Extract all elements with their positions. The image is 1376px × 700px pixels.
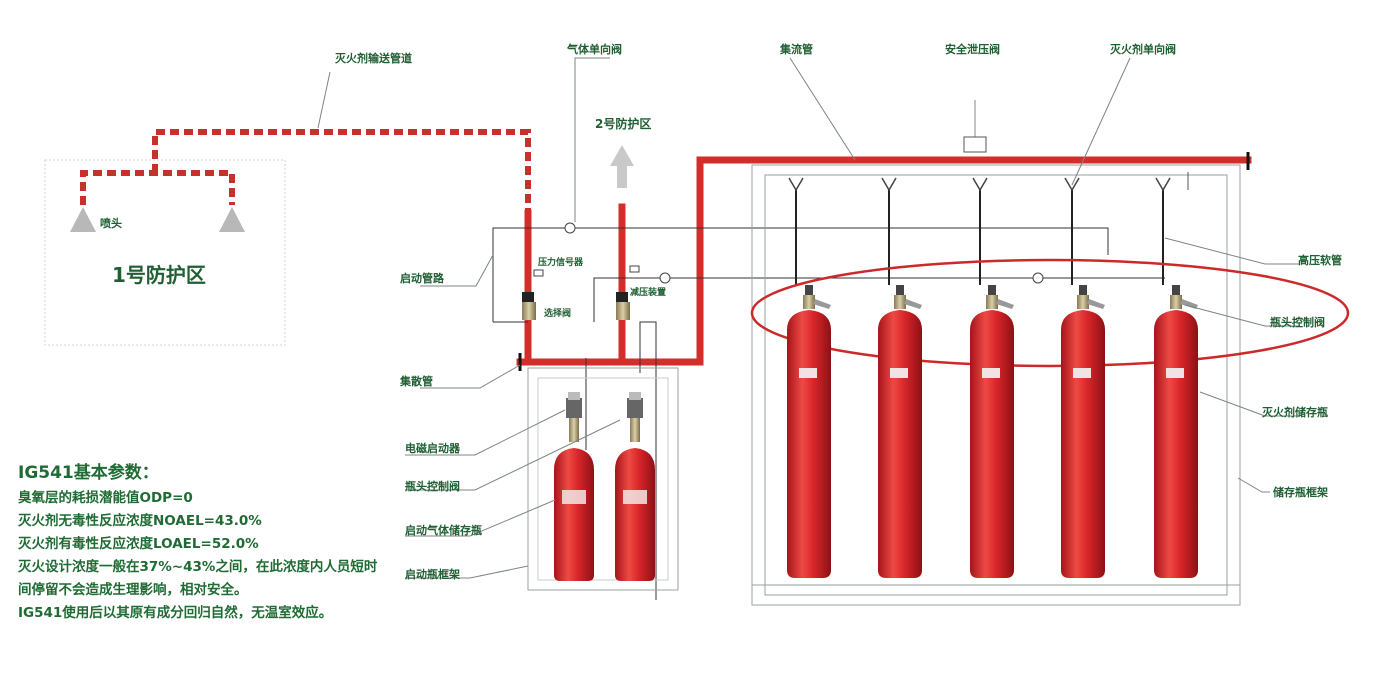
label-start-gas-cylinder: 启动气体储存瓶 — [405, 523, 482, 537]
nozzle-icon — [70, 207, 96, 232]
agent-cylinder — [878, 285, 922, 578]
selector-valve-icon — [616, 292, 630, 320]
start-cylinder — [615, 392, 655, 581]
selector-valve-icon — [522, 292, 536, 320]
agent-cylinder — [970, 285, 1014, 578]
params-line: 灭火设计浓度一般在37%~43%之间，在此浓度内人员短时间停留不会造成生理影响，… — [18, 559, 378, 598]
start-cylinder — [554, 392, 594, 581]
params-line: 臭氧层的耗损潜能值ODP=0 — [18, 490, 193, 506]
agent-check-valves — [788, 177, 1171, 192]
label-bottle-head-valve-left: 瓶头控制阀 — [405, 479, 460, 493]
cylinder-rack — [751, 164, 1241, 606]
label-safety-relief-valve: 安全泄压阀 — [945, 42, 1000, 56]
gas-check-valve-icon — [659, 272, 671, 284]
label-pressure-reducer: 减压装置 — [630, 286, 666, 298]
high-pressure-hoses — [795, 190, 1164, 285]
agent-cylinders — [787, 285, 1198, 578]
params-title: IG541基本参数： — [18, 463, 159, 483]
bottle-head-highlight — [750, 258, 1350, 368]
label-manifold: 集流管 — [779, 42, 813, 56]
nozzle-icon — [219, 207, 245, 232]
pressure-reducer-icon — [629, 265, 640, 273]
label-high-pressure-hose: 高压软管 — [1298, 253, 1342, 267]
pressure-signal-icon — [533, 269, 544, 277]
label-collector-pipe: 集散管 — [399, 374, 433, 388]
label-selector-valve: 选择阀 — [544, 307, 571, 319]
label-delivery-pipe: 灭火剂输送管道 — [334, 51, 412, 65]
agent-cylinder — [1061, 285, 1105, 578]
label-start-cylinder-rack: 启动瓶框架 — [405, 567, 460, 581]
label-agent-cylinder: 灭火剂储存瓶 — [1261, 405, 1328, 419]
label-start-pipeline: 启动管路 — [400, 271, 445, 285]
delivery-pipe-dashed — [80, 129, 531, 215]
agent-cylinder — [1154, 285, 1198, 578]
safety-relief-valve-icon — [963, 136, 987, 153]
leader-lines — [317, 57, 1300, 579]
main-pipes — [516, 156, 1252, 366]
label-agent-check-valve: 灭火剂单向阀 — [1109, 42, 1176, 56]
start-cylinder-rack — [527, 367, 679, 591]
ig541-parameters: IG541基本参数： 臭氧层的耗损潜能值ODP=0 灭火剂无毒性反应浓度NOAE… — [18, 458, 378, 625]
agent-cylinder — [787, 285, 831, 578]
params-line: 灭火剂无毒性反应浓度NOAEL=43.0% — [18, 513, 262, 529]
gas-check-valve-icon — [1032, 272, 1044, 284]
zone1-box — [44, 159, 286, 346]
start-pipeline — [492, 227, 1165, 600]
label-bottle-head-valve-right: 瓶头控制阀 — [1270, 315, 1325, 329]
label-cylinder-rack: 储存瓶框架 — [1273, 485, 1328, 499]
label-zone2: 2号防护区 — [595, 116, 651, 131]
label-solenoid-actuator: 电磁启动器 — [405, 441, 461, 455]
label-pressure-signal: 压力信号器 — [538, 256, 584, 268]
label-zone1: 1号防护区 — [112, 263, 206, 287]
zone2-arrow-icon — [610, 145, 634, 188]
label-gas-check-valve: 气体单向阀 — [566, 42, 622, 56]
gas-check-valve-icon — [564, 222, 576, 234]
params-line: IG541使用后以其原有成分回归自然，无温室效应。 — [18, 605, 333, 621]
label-nozzle: 喷头 — [100, 216, 122, 230]
params-line: 灭火剂有毒性反应浓度LOAEL=52.0% — [18, 536, 259, 552]
start-rack-inner — [537, 377, 669, 581]
